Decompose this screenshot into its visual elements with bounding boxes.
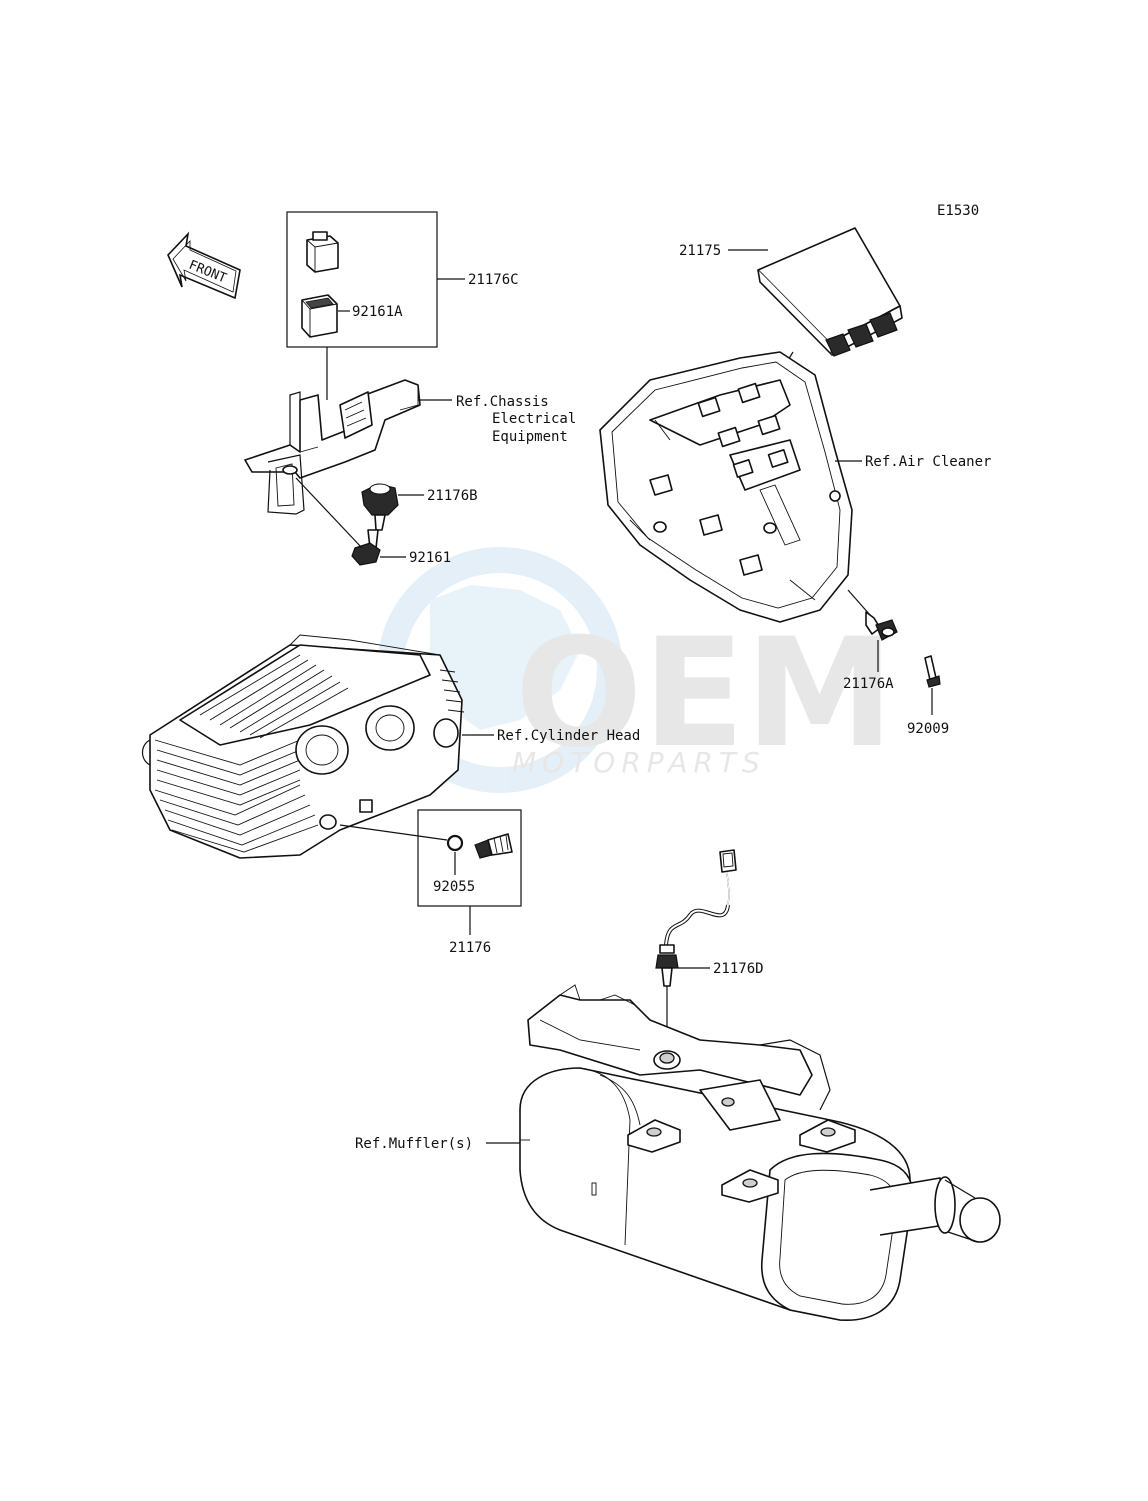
watermark: OEM MOTORPARTS — [377, 547, 894, 793]
callout-ref-air-cleaner: Ref.Air Cleaner — [865, 454, 991, 470]
connector-top-icon — [306, 231, 339, 273]
callout-ref-muffler: Ref.Muffler(s) — [355, 1136, 473, 1152]
part-21176-sensor-icon[interactable] — [474, 833, 513, 859]
mount-pad — [627, 1119, 681, 1153]
callout-21176C: 21176C — [468, 272, 519, 288]
callout-ref-chassis-3: Equipment — [492, 429, 568, 445]
part-21176D-icon[interactable] — [655, 849, 737, 987]
callout-ref-chassis-1: Ref.Chassis — [456, 394, 549, 410]
part-21176C-group: 92161A 21176C — [286, 211, 519, 400]
watermark-tagline: MOTORPARTS — [512, 746, 766, 779]
callout-21176A: 21176A — [843, 676, 894, 692]
watermark-globe-land — [430, 585, 580, 730]
callout-92009: 92009 — [907, 721, 949, 737]
part-92161A-icon[interactable] — [301, 294, 338, 338]
mount-pad — [799, 1119, 856, 1153]
part-21175-icon[interactable] — [757, 227, 903, 357]
callout-21176: 21176 — [449, 940, 491, 956]
muffler-icon — [519, 984, 1001, 1321]
part-21176A-icon[interactable] — [865, 611, 898, 641]
air-cleaner-housing-icon — [599, 351, 853, 623]
callout-21176B: 21176B — [427, 488, 478, 504]
cylinder-head-icon — [141, 634, 465, 859]
part-92055-icon[interactable] — [446, 834, 464, 852]
callout-21176D: 21176D — [713, 961, 764, 977]
part-21176B-icon[interactable] — [361, 483, 399, 531]
callout-92055: 92055 — [433, 879, 475, 895]
watermark-brand: OEM — [515, 607, 894, 781]
callout-21175: 21175 — [679, 243, 721, 259]
callout-92161A: 92161A — [352, 304, 403, 320]
callout-92161: 92161 — [409, 550, 451, 566]
part-92009-icon[interactable] — [924, 655, 941, 688]
mount-pad — [721, 1169, 779, 1203]
callout-ref-chassis-2: Electrical — [492, 411, 576, 427]
chassis-bracket-icon — [244, 379, 452, 515]
diagram-code: E1530 — [937, 203, 979, 219]
part-92161-icon[interactable] — [351, 529, 381, 566]
front-arrow-icon: FRONT — [167, 231, 241, 300]
callout-ref-cylinder-head: Ref.Cylinder Head — [497, 728, 640, 744]
